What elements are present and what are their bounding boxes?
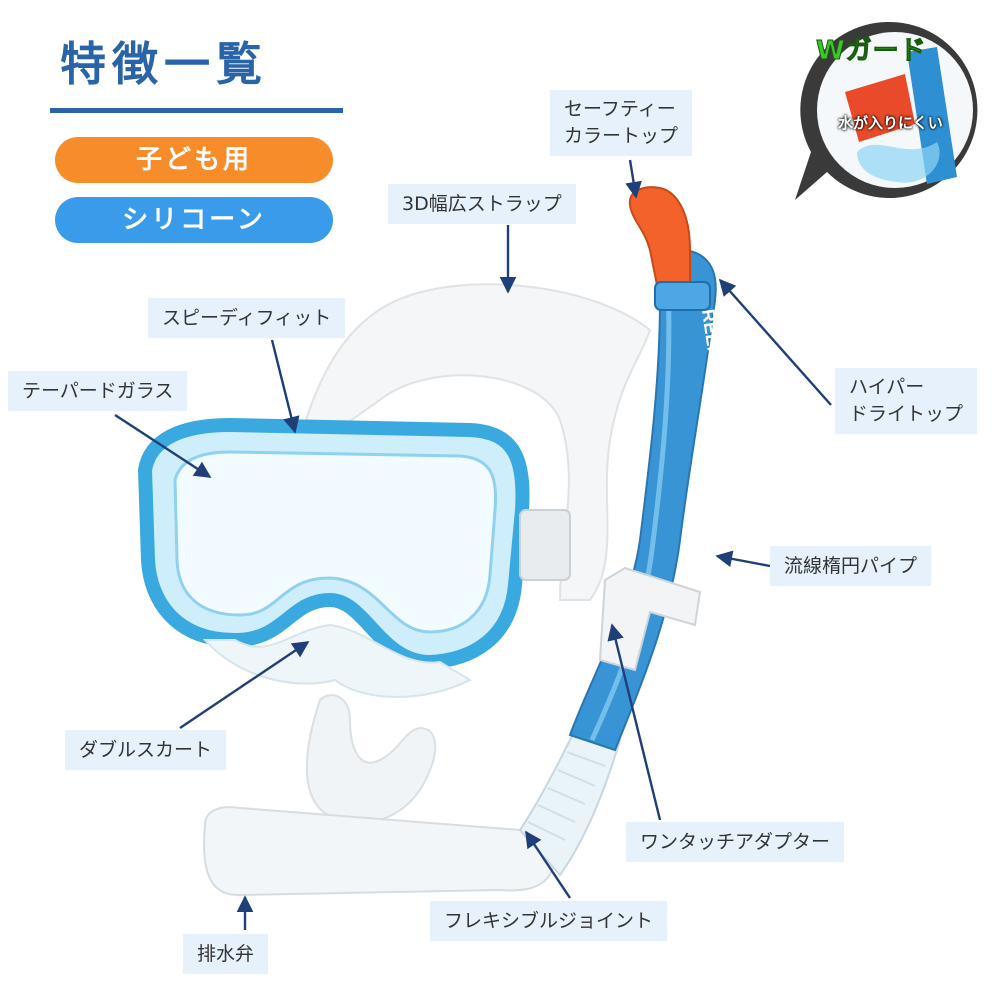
page-title: 特徴一覧 xyxy=(60,37,268,91)
mouthpiece xyxy=(305,694,437,824)
callout-safety-color-top-line1: セーフティー xyxy=(564,98,676,120)
callout-one-touch-adapter: ワンタッチアダプター xyxy=(626,822,845,862)
callout-flexible-joint: フレキシブルジョイント xyxy=(430,901,668,941)
title-underline xyxy=(50,108,343,113)
tag-kids: 子ども用 xyxy=(55,137,333,183)
w-guard-badge xyxy=(795,21,978,201)
badge-title: Wガード xyxy=(816,36,927,67)
callout-hyper-dry-top-line1: ハイパー xyxy=(849,376,925,398)
purge-tube xyxy=(203,806,556,897)
callout-hyper-dry-top-line2: ドライトップ xyxy=(849,403,964,425)
mask-strap xyxy=(298,283,652,601)
callout-safety-color-top-line2: カラートップ xyxy=(564,125,679,147)
callout-hyper-dry-top: ハイパー ドライトップ xyxy=(835,368,978,434)
mask-lens xyxy=(173,450,498,634)
strap-buckle xyxy=(519,509,571,581)
safety-top xyxy=(628,186,691,310)
callout-tapered-glass: テーパードガラス xyxy=(8,371,188,411)
mask-skirt xyxy=(202,623,473,698)
badge-subtitle: 水が入りにくい xyxy=(838,114,943,132)
callout-oval-pipe: 流線楕円パイプ xyxy=(770,546,932,586)
callout-safety-color-top: セーフティー カラートップ xyxy=(550,90,693,156)
callout-double-skirt: ダブルスカート xyxy=(65,730,227,770)
snorkel-tube xyxy=(568,248,717,752)
callout-speedy-fit: スピーディフィット xyxy=(148,298,346,338)
tag-silicone: シリコーン xyxy=(55,197,333,243)
one-touch-adapter xyxy=(598,566,702,672)
dry-top xyxy=(654,281,711,311)
callout-purge-valve: 排水弁 xyxy=(183,934,269,974)
callout-wide-strap: 3D幅広ストラップ xyxy=(388,184,576,224)
